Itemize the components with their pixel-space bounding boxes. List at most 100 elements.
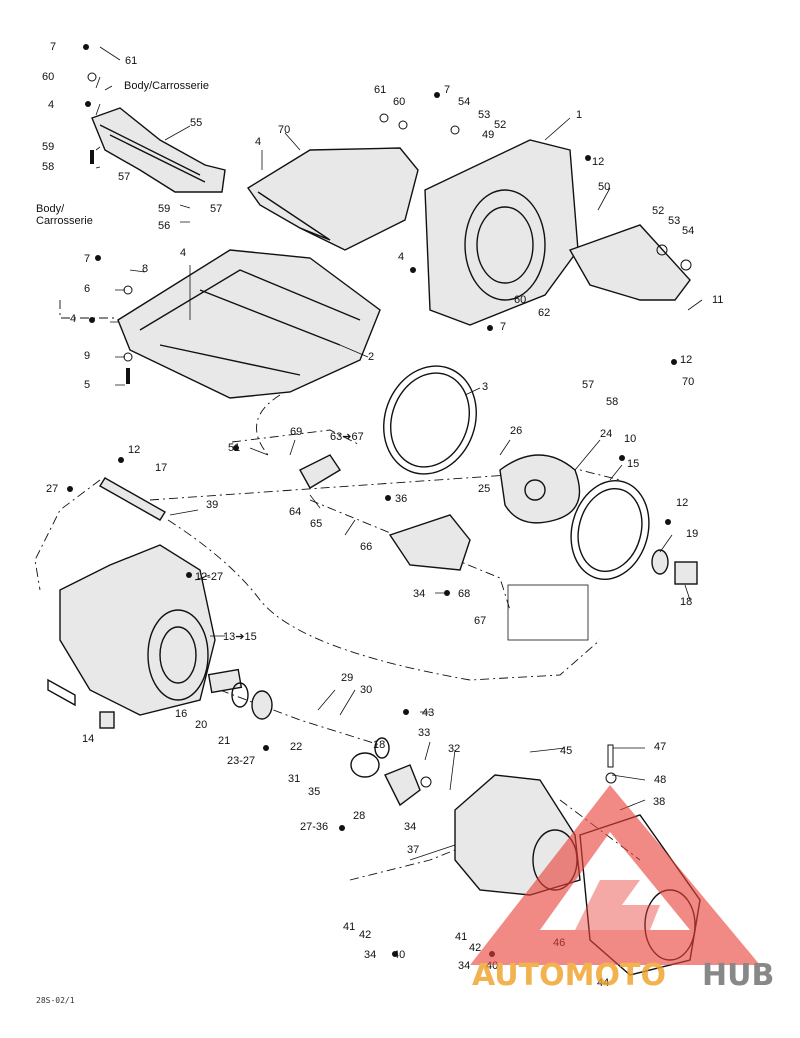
callout-35: 35: [308, 786, 320, 798]
callout-63-67: 63➔67: [330, 431, 364, 443]
washer-icon: [605, 772, 617, 784]
callout-48: 48: [654, 774, 666, 786]
callout-12: 12: [680, 354, 692, 366]
callout-57: 57: [118, 171, 130, 183]
nut-icon: [95, 255, 101, 261]
callout-56: 56: [158, 220, 170, 232]
callout-8: 8: [142, 263, 148, 275]
part-20-ring: [231, 682, 249, 708]
callout-32: 32: [448, 743, 460, 755]
callout-12: 12: [128, 444, 140, 456]
callout-40: 40: [393, 949, 405, 961]
nut-icon: [67, 486, 73, 492]
leader-lines: [95, 46, 703, 861]
part-31-ring: [350, 752, 380, 778]
callout-52: 52: [494, 119, 506, 131]
parts: [47, 107, 701, 976]
callout-4: 4: [255, 136, 261, 148]
callout-62: 62: [538, 307, 550, 319]
washer-icon: [123, 352, 133, 362]
callout-64: 64: [289, 506, 301, 518]
callout-23-27: 23-27: [227, 755, 255, 767]
part-2-hull-plate: [117, 249, 381, 399]
nut-icon: [233, 445, 239, 451]
nut-icon: [186, 572, 192, 578]
callout-51: 51: [228, 442, 240, 454]
diagram-reference: 28S-02/1: [36, 996, 75, 1005]
watermark-triangle-icon: [470, 785, 760, 965]
callout-12: 12: [676, 497, 688, 509]
nut-icon: [619, 455, 625, 461]
callout-18: 18: [373, 739, 385, 751]
callout-49: 49: [482, 129, 494, 141]
text-labels: Body/Carrosserie Body/ Carrosserie 28S-0…: [36, 80, 209, 1005]
nut-icon: [410, 267, 416, 273]
part-1-pump-housing: [424, 139, 579, 326]
washer-icon: [123, 285, 133, 295]
callout-60: 60: [393, 96, 405, 108]
washer-icon: [656, 244, 668, 256]
nut-icon: [89, 317, 95, 323]
callout-33: 33: [418, 727, 430, 739]
callout-29: 29: [341, 672, 353, 684]
callout-44: 44: [597, 977, 609, 989]
callout-27-36: 27-36: [300, 821, 328, 833]
callout-9: 9: [84, 350, 90, 362]
callout-58: 58: [42, 161, 54, 173]
callout-4: 4: [180, 247, 186, 259]
callout-13-15: 13➔15: [223, 631, 257, 643]
callout-38: 38: [653, 796, 665, 808]
callout-34: 34: [413, 588, 425, 600]
callout-59: 59: [42, 141, 54, 153]
callout-5: 5: [84, 379, 90, 391]
part-28-cover: [384, 764, 421, 807]
callout-61: 61: [125, 55, 137, 67]
part-70-cover: [246, 147, 419, 251]
part-64-sleeve: [299, 454, 341, 489]
nut-icon: [379, 113, 389, 123]
watermark-text-automoto: AUTOMOTO: [472, 958, 666, 993]
callout-14: 14: [82, 733, 94, 745]
nut-icon: [403, 709, 409, 715]
callout-70: 70: [278, 124, 290, 136]
part-18-insert: [674, 561, 698, 585]
callout-20: 20: [195, 719, 207, 731]
nut-icon: [263, 745, 269, 751]
callout-4: 4: [398, 251, 404, 263]
callout-47: 47: [654, 741, 666, 753]
callout-41: 41: [343, 921, 355, 933]
part-21-ring: [251, 690, 273, 720]
bolt-icon: [607, 744, 614, 768]
callout-61: 61: [374, 84, 386, 96]
callout-34: 34: [364, 949, 376, 961]
callout-39: 39: [206, 499, 218, 511]
nut-icon: [434, 92, 440, 98]
callout-42: 42: [359, 929, 371, 941]
nut-icon: [671, 359, 677, 365]
washer-icon: [87, 72, 97, 82]
watermark: AUTOMOTO HUB: [470, 785, 774, 993]
nut-icon: [85, 101, 91, 107]
callout-53: 53: [478, 109, 490, 121]
callout-7: 7: [500, 321, 506, 333]
callout-60: 60: [514, 294, 526, 306]
body-label-top: Body/Carrosserie: [124, 80, 209, 92]
callout-19: 19: [686, 528, 698, 540]
callout-28: 28: [353, 810, 365, 822]
nut-icon: [118, 457, 124, 463]
part-3-ring: [383, 365, 477, 475]
callout-37: 37: [407, 844, 419, 856]
part-18b-ring: [374, 737, 390, 759]
callout-42: 42: [469, 942, 481, 954]
watermark-inner-mark: [575, 880, 660, 930]
part-13-pump-housing: [59, 544, 216, 716]
callout-30: 30: [360, 684, 372, 696]
nut-icon: [339, 825, 345, 831]
bolt-icon: [90, 150, 94, 164]
callout-12: 12: [592, 156, 604, 168]
washer-icon: [420, 776, 432, 788]
callout-34: 34: [458, 960, 470, 972]
body-label-left-2: Carrosserie: [36, 215, 93, 227]
callout-68: 68: [458, 588, 470, 600]
